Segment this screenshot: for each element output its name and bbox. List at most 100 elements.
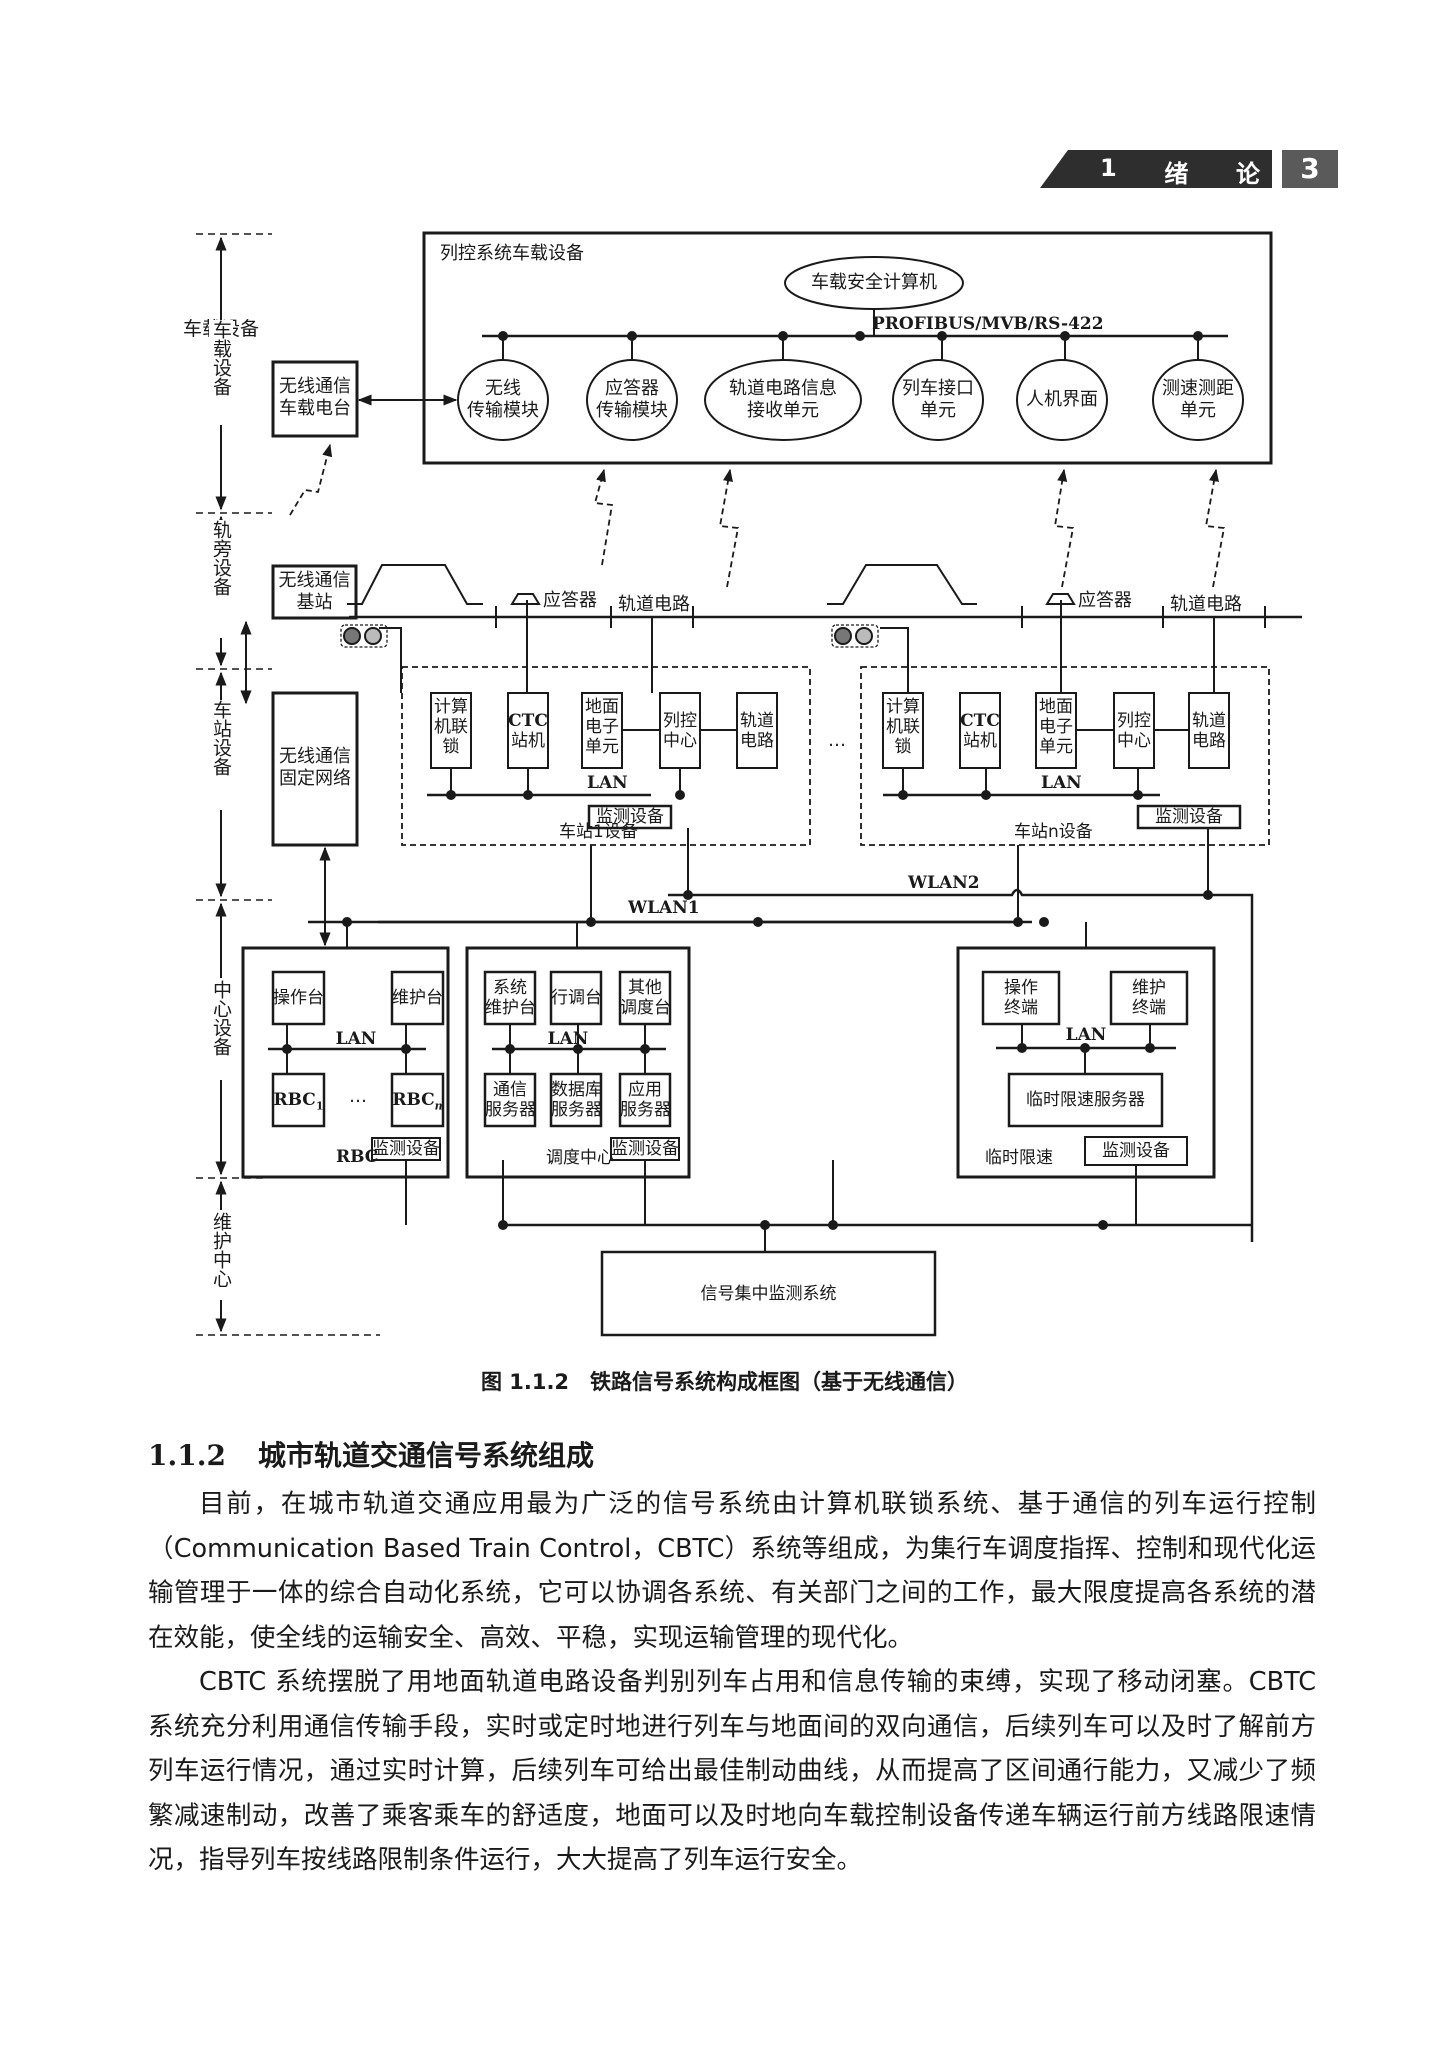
onboard-radio-label: 无线通信车载电台 <box>279 376 351 419</box>
layer-label-station: 车站设备 <box>209 700 233 776</box>
station-1-monitor <box>587 804 673 830</box>
dispatch-comm-server: 通信服务器 <box>485 1080 536 1120</box>
dispatch-app-server: 应用服务器 <box>620 1080 671 1120</box>
wlan1-label: WLAN1 <box>628 898 700 918</box>
csm-label: 信号集中监测系统 <box>700 1284 837 1304</box>
onboard-modules <box>457 336 1244 441</box>
module-wireless: 无线传输模块 <box>467 378 539 421</box>
section-title: 城市轨道交通信号系统组成 <box>257 1439 594 1472</box>
rbc-monitor: 监测设备 <box>372 1139 440 1159</box>
chapter-title: 1 绪 论 <box>1100 154 1260 188</box>
chapter-title-char-2: 论 <box>1235 160 1260 188</box>
rbc-lan-label: LAN <box>335 1029 377 1049</box>
signal-n <box>831 624 879 648</box>
track-joints <box>495 606 1266 628</box>
module-track-circuit: 轨道电路信息接收单元 <box>729 378 837 421</box>
station1-monitor-label: 监测设备 <box>596 807 664 827</box>
stationn-leu: 地面电子单元 <box>1039 697 1073 757</box>
station1-label: 车站1设备 <box>559 822 638 842</box>
balise-label-1: 应答器 <box>543 590 597 611</box>
module-train-interface: 列车接口单元 <box>902 378 974 421</box>
balise-1 <box>510 593 541 605</box>
layer-label-center: 中心设备 <box>209 980 233 1056</box>
wlan2-label: WLAN2 <box>908 873 980 893</box>
signal-1 <box>340 624 388 648</box>
platform-right <box>827 564 977 605</box>
onboard-bus-label: PROFIBUS/MVB/RS-422 <box>872 314 1104 334</box>
onboard-equipment-box <box>422 231 1273 465</box>
tsr-maint-terminal: 维护终端 <box>1132 978 1166 1018</box>
rbc-label: RBC <box>336 1147 379 1167</box>
wlan2-line <box>668 888 1254 1242</box>
track-circuit-label-1: 轨道电路 <box>618 594 690 615</box>
station1-track-circuit: 轨道电路 <box>740 711 774 751</box>
dispatch-other: 其他调度台 <box>620 978 671 1018</box>
chapter-band <box>1040 150 1272 188</box>
stationn-lan-label: LAN <box>1041 773 1082 793</box>
tsr-op-terminal: 操作终端 <box>1004 978 1038 1018</box>
station-n-monitor <box>1136 804 1242 830</box>
onboard-radio-box <box>271 360 359 438</box>
rbc-n: RBCn <box>392 1090 443 1113</box>
tsr-lan-label: LAN <box>1065 1025 1107 1045</box>
module-balise: 应答器传输模块 <box>596 378 668 421</box>
tsr-inner <box>981 922 1189 1225</box>
layer-label-maintenance: 维护中心 <box>209 1212 233 1288</box>
csm-box <box>600 1250 937 1337</box>
stations-ellipsis: … <box>828 730 846 751</box>
figure-caption: 图 1.1.2 铁路信号系统构成框图（基于无线通信） <box>480 1370 969 1394</box>
chapter-title-char-1: 绪 <box>1164 160 1189 188</box>
rbc-ellipsis: … <box>349 1086 367 1107</box>
onboard-title: 列控系统车载设备 <box>440 243 584 264</box>
railway-signal-diagram: 车载设备 <box>183 231 1302 1337</box>
dispatch-train-console: 行调台 <box>551 988 602 1008</box>
station-n-units <box>880 600 1242 830</box>
tsr-server: 临时限速服务器 <box>1026 1090 1145 1110</box>
fixed-network-label: 无线通信固定网络 <box>279 746 351 789</box>
module-speed-distance: 测速测距单元 <box>1162 378 1234 421</box>
station-n-box <box>860 666 1270 846</box>
track-circuit-label-n: 轨道电路 <box>1170 594 1242 615</box>
wireless-base-station <box>271 564 358 620</box>
dispatch-lan-label: LAN <box>547 1029 589 1049</box>
module-hmi: 人机界面 <box>1026 389 1098 410</box>
dispatch-label: 调度中心 <box>546 1148 614 1168</box>
station1-lan-label: LAN <box>587 773 628 793</box>
tsr-label: 临时限速 <box>985 1148 1053 1168</box>
base-station-label: 无线通信基站 <box>278 570 351 613</box>
rbc-box <box>241 946 450 1179</box>
dispatch-monitor: 监测设备 <box>611 1139 679 1159</box>
station1-interlocking: 计算机联锁 <box>434 697 468 757</box>
balise-label-n: 应答器 <box>1078 590 1132 611</box>
wireless-links <box>289 443 1226 588</box>
station-1-box <box>401 666 811 846</box>
chapter-number: 1 <box>1100 154 1117 182</box>
dispatch-db-server: 数据库服务器 <box>551 1080 602 1120</box>
stationn-monitor-label: 监测设备 <box>1155 807 1223 827</box>
platform-left <box>347 564 483 605</box>
page-number: 3 <box>1282 150 1338 188</box>
rbc-maint: 维护台 <box>392 988 443 1008</box>
station1-leu: 地面电子单元 <box>585 697 619 757</box>
paragraph-2: CBTC 系统摆脱了用地面轨道电路设备判别列车占用和信息传输的束缚，实现了移动闭… <box>148 1667 1316 1875</box>
layer-label-trackside: 轨旁设备 <box>209 520 233 596</box>
wireless-fixed-network <box>271 691 359 847</box>
onboard-computer-label: 车载安全计算机 <box>811 272 937 293</box>
rbc-1: RBC1 <box>273 1090 324 1113</box>
layer-label-onboard: 车载设备 <box>209 320 233 396</box>
tsr-monitor: 监测设备 <box>1102 1141 1170 1161</box>
dispatch-sys-maint: 系统维护台 <box>485 978 536 1018</box>
onboard-bus-nodes <box>498 331 1203 341</box>
paragraph-1: 目前，在城市轨道交通应用最为广泛的信号系统由计算机联锁系统、基于通信的列车运行控… <box>148 1489 1316 1653</box>
balise-n <box>1045 593 1076 605</box>
stationn-tcc: 列控中心 <box>1117 711 1151 751</box>
station1-tcc: 列控中心 <box>663 711 697 751</box>
rbc-console: 操作台 <box>273 988 324 1008</box>
section-heading: 1.1.2 城市轨道交通信号系统组成 <box>148 1434 594 1474</box>
stationn-label: 车站n设备 <box>1014 822 1093 842</box>
section-number: 1.1.2 <box>148 1439 226 1472</box>
stationn-interlocking: 计算机联锁 <box>886 697 920 757</box>
maintenance-bus <box>503 1223 1252 1337</box>
